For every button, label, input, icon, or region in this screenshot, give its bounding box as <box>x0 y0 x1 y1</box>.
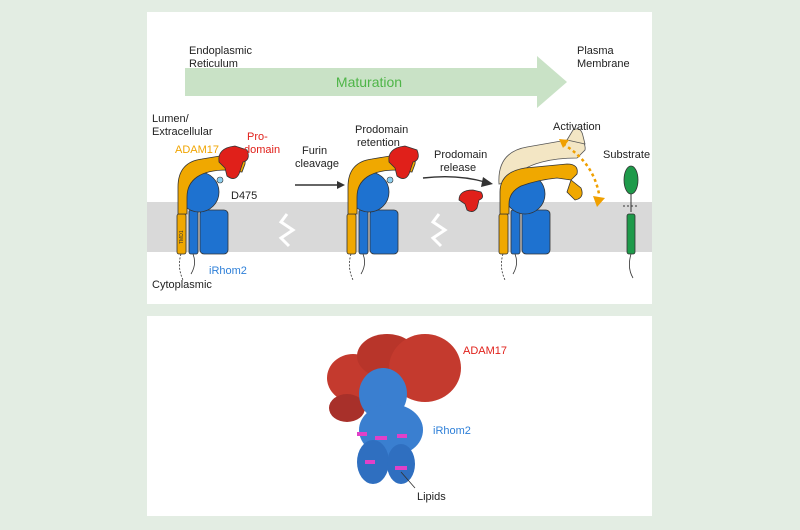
adam17-tm-helix-2 <box>346 213 357 255</box>
lipid-densities <box>357 432 407 470</box>
structure-lipids-label: Lipids <box>417 491 446 503</box>
irhom2-tm-2-2 <box>369 209 399 255</box>
cyto-tail-4 <box>360 253 365 275</box>
prodomain-label: Pro- <box>247 131 268 143</box>
pm-label: Plasma <box>577 45 615 57</box>
lipid-2 <box>375 436 387 440</box>
release-arrowhead <box>481 177 493 187</box>
prodomain-label-line2: domain <box>244 144 280 156</box>
pm-label-line2: Membrane <box>577 58 630 70</box>
lumen-label: Lumen/ <box>152 113 190 125</box>
activation-arrowhead-top <box>559 139 569 148</box>
lipid-5 <box>395 466 407 470</box>
prodomain-shape-2 <box>388 145 419 179</box>
adam17-density <box>327 334 461 422</box>
lipid-4 <box>365 460 375 464</box>
irhom2-tm-1 <box>188 209 199 255</box>
lipid-1 <box>357 432 367 436</box>
furin-label: Furin <box>302 145 327 157</box>
irhom2-density <box>357 368 423 484</box>
d475-marker <box>216 176 224 184</box>
er-label: Endoplasmic <box>189 45 252 57</box>
adam17-tm-helix-3 <box>498 213 509 255</box>
substrate-head <box>623 165 639 195</box>
activation-label: Activation <box>553 121 601 133</box>
d475-label: D475 <box>231 190 257 202</box>
release-arrow <box>422 175 486 183</box>
substrate-tail <box>629 253 634 279</box>
activation-arrowhead-bottom <box>593 196 605 207</box>
tmd1-label: TMD1 <box>179 230 185 244</box>
maturation-arrow <box>185 56 567 108</box>
complex-activation <box>498 128 586 281</box>
prodomain-shape <box>218 145 249 179</box>
irhom2-tm-1-2 <box>358 209 369 255</box>
adam17-open-state <box>498 139 586 185</box>
cyto-tail-2 <box>190 253 195 275</box>
irhom2-lower-right <box>387 444 415 484</box>
substrate-tm <box>626 213 636 255</box>
irhom2-tm-2 <box>199 209 229 255</box>
cytoplasmic-label: Cytoplasmic <box>152 279 212 291</box>
structure-panel: ADAM17 iRhom2 Lipids <box>147 316 652 516</box>
zigzag-break-1 <box>278 213 296 248</box>
maturation-label: Maturation <box>336 74 402 90</box>
irhom2-tm-2-3 <box>521 209 551 255</box>
adam17-label: ADAM17 <box>175 144 219 156</box>
adam17-open-claw <box>566 128 586 145</box>
er-label-line2: Reticulum <box>189 58 238 70</box>
activation-arrow <box>562 142 601 195</box>
lipids-pointer <box>400 471 416 489</box>
lumen-label-line2: Extracellular <box>152 126 213 138</box>
furin-label-line2: cleavage <box>295 158 339 170</box>
cyto-tail-1 <box>179 253 184 281</box>
complex-retention <box>346 145 419 281</box>
retention-label: Prodomain <box>355 124 408 136</box>
schematic-panel: Maturation Endoplasmic Reticulum Plasma … <box>147 12 652 304</box>
cyto-tail-5 <box>501 253 506 281</box>
adam17-lobe-lower <box>329 394 365 422</box>
zigzag-break-2 <box>430 213 448 248</box>
schematic-diagram: Maturation Endoplasmic Reticulum Plasma … <box>147 45 652 291</box>
substrate-label: Substrate <box>603 149 650 161</box>
retention-label-line2: retention <box>357 137 400 149</box>
furin-arrowhead <box>337 181 345 189</box>
lipid-3 <box>397 434 407 438</box>
release-label-line2: release <box>440 162 476 174</box>
irhom2-tm-1-3 <box>510 209 521 255</box>
irhom2-label: iRhom2 <box>209 265 247 277</box>
adam17-lobe-right <box>389 334 461 402</box>
complex-er: TMD1 <box>176 145 249 281</box>
cyto-tail-3 <box>349 253 354 281</box>
structure-irhom2-label: iRhom2 <box>433 425 471 437</box>
cryo-em-structure: ADAM17 iRhom2 Lipids <box>327 334 507 503</box>
structure-adam17-label: ADAM17 <box>463 345 507 357</box>
membrane-band <box>147 202 652 252</box>
released-prodomain <box>458 189 483 212</box>
cyto-tail-6 <box>512 253 517 275</box>
d475-marker-2 <box>386 176 394 184</box>
adam17-claw-3 <box>566 179 583 201</box>
substrate <box>623 165 639 279</box>
release-label: Prodomain <box>434 149 487 161</box>
